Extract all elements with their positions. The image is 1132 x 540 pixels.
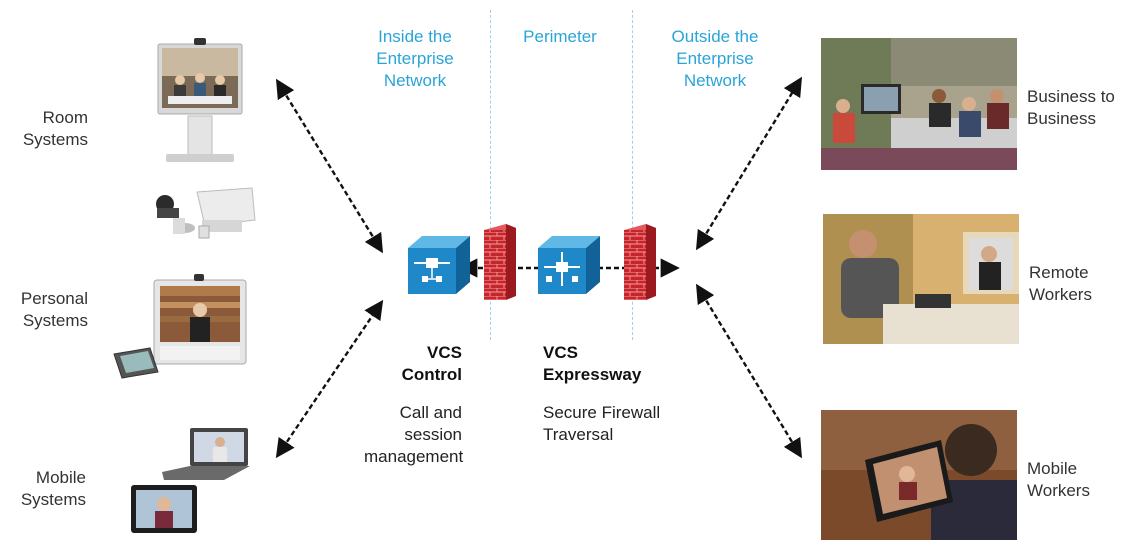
laptop-illustration [162, 428, 250, 480]
firewall-inner-icon [484, 224, 516, 300]
room-system-illustration [157, 38, 243, 162]
arrow-room-to-control [275, 78, 384, 254]
firewall-outer-icon [624, 224, 656, 300]
perimeter-right-divider [632, 10, 633, 340]
room-codec-illustration [156, 187, 256, 239]
arrow-b2b-to-outside [695, 76, 803, 251]
remote-workers-photo [823, 214, 1019, 344]
tablet-illustration [131, 485, 197, 533]
mobile-workers-photo [821, 410, 1017, 540]
perimeter-left-divider [490, 10, 491, 340]
arrow-mobile-to-control [275, 299, 384, 459]
business-to-business-photo [821, 38, 1017, 170]
zone-perimeter-label: Perimeter [523, 27, 597, 46]
personal-system-illustration [113, 274, 247, 379]
arrow-mobile-workers-to-outside [696, 283, 802, 459]
vcs-expressway-router-icon [538, 236, 600, 294]
vcs-control-router-icon [408, 236, 470, 294]
